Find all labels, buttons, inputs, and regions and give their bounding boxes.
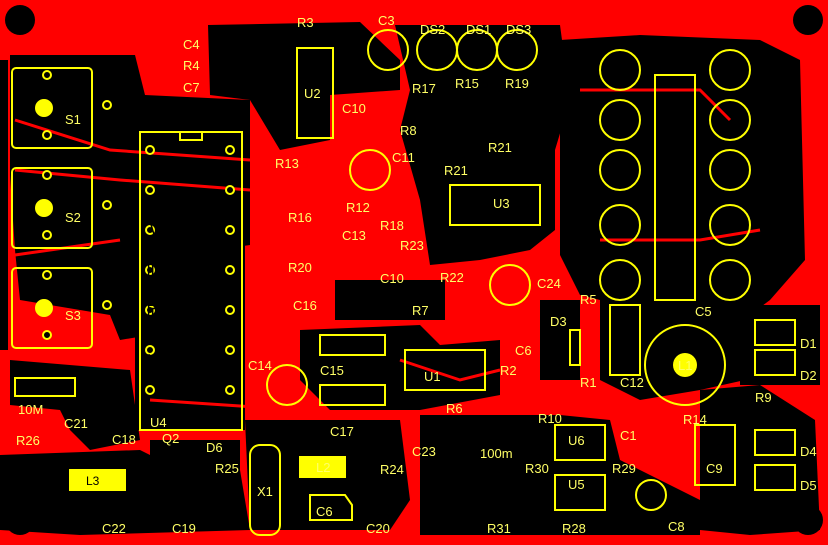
- label-c3: C3: [378, 13, 395, 28]
- label-c17: C17: [330, 424, 354, 439]
- label-r19: R19: [505, 76, 529, 91]
- u4-outline: [139, 131, 243, 431]
- label-l3: L3: [86, 474, 100, 488]
- label-r18: R18: [380, 218, 404, 233]
- label-c15: C15: [320, 363, 344, 378]
- label-r7: R7: [412, 303, 429, 318]
- label-u5: U5: [568, 477, 585, 492]
- label-c18: C18: [112, 432, 136, 447]
- part-outlines: [14, 29, 796, 536]
- label-r30: R30: [525, 461, 549, 476]
- label-c21: C21: [64, 416, 88, 431]
- label-r21-a: R21: [488, 140, 512, 155]
- label-q2: Q2: [162, 431, 179, 446]
- label-c12: C12: [620, 375, 644, 390]
- label-u3: U3: [493, 196, 510, 211]
- label-r22: R22: [440, 270, 464, 285]
- label-u6: U6: [568, 433, 585, 448]
- label-c7: C7: [183, 80, 200, 95]
- label-r8: R8: [400, 123, 417, 138]
- label-r9: R9: [755, 390, 772, 405]
- label-r14: R14: [683, 412, 707, 427]
- title-line-2: DIZ: [145, 246, 216, 295]
- label-r5: R5: [580, 292, 597, 307]
- label-c1: C1: [620, 428, 637, 443]
- label-r15: R15: [455, 76, 479, 91]
- label-r20: R20: [288, 260, 312, 275]
- label-r17: R17: [412, 81, 436, 96]
- label-c22: C22: [102, 521, 126, 536]
- label-ds2: DS2: [420, 22, 445, 37]
- label-r31: R31: [487, 521, 511, 536]
- label-r24: R24: [380, 462, 404, 477]
- title-line-3: PLL: [145, 296, 223, 345]
- label-d5: D5: [800, 478, 817, 493]
- label-c5: C5: [695, 304, 712, 319]
- label-u2: U2: [304, 86, 321, 101]
- label-r1: R1: [580, 375, 597, 390]
- label-c24: C24: [537, 276, 561, 291]
- silkscreen-labels: C4 R4 C7 R3 C3 DS2 DS1 DS3 R17 R15 R19 S…: [16, 13, 817, 536]
- board-title: W8 DIZ PLL V3: [144, 195, 224, 396]
- label-c19: C19: [172, 521, 196, 536]
- label-c14: C14: [248, 358, 272, 373]
- label-d4: D4: [800, 444, 817, 459]
- label-ds3: DS3: [506, 22, 531, 37]
- label-u1: U1: [424, 369, 441, 384]
- label-s1: S1: [65, 112, 81, 127]
- label-r21-b: R21: [444, 163, 468, 178]
- pads: [42, 70, 235, 395]
- label-c6: C6: [515, 343, 532, 358]
- label-r2: R2: [500, 363, 517, 378]
- label-s3: S3: [65, 308, 81, 323]
- title-line-1: W8: [145, 196, 211, 245]
- label-c20: C20: [366, 521, 390, 536]
- label-r13: R13: [275, 156, 299, 171]
- label-r10: R10: [538, 411, 562, 426]
- label-l2: L2: [316, 460, 330, 475]
- switches: [11, 67, 93, 349]
- label-r3: R3: [297, 15, 314, 30]
- label-c10: C10: [380, 271, 404, 286]
- header-connector: [599, 49, 751, 301]
- label-l1: L1: [678, 358, 692, 373]
- label-r6: R6: [446, 401, 463, 416]
- label-d1: D1: [800, 336, 817, 351]
- label-c10-top: C10: [342, 101, 366, 116]
- mounting-holes: [5, 5, 823, 535]
- label-c4: C4: [183, 37, 200, 52]
- label-c16: C16: [293, 298, 317, 313]
- label-r25: R25: [215, 461, 239, 476]
- label-c23: C23: [412, 444, 436, 459]
- label-r16: R16: [288, 210, 312, 225]
- label-c8: C8: [668, 519, 685, 534]
- label-r26: R26: [16, 433, 40, 448]
- label-d3: D3: [550, 314, 567, 329]
- label-r29: R29: [612, 461, 636, 476]
- label-c13: C13: [342, 228, 366, 243]
- label-d2: D2: [800, 368, 817, 383]
- label-r4: R4: [183, 58, 200, 73]
- label-r12: R12: [346, 200, 370, 215]
- label-10m: 10M: [18, 402, 43, 417]
- label-r23: R23: [400, 238, 424, 253]
- label-d6: D6: [206, 440, 223, 455]
- label-c11: C11: [392, 150, 415, 165]
- label-100m: 100m: [480, 446, 513, 461]
- label-x1: X1: [257, 484, 273, 499]
- label-c6-bottom: C6: [316, 504, 333, 519]
- label-s2: S2: [65, 210, 81, 225]
- label-ds1: DS1: [466, 22, 491, 37]
- label-r28: R28: [562, 521, 586, 536]
- title-line-4: V3: [145, 346, 199, 395]
- l1-coil: [644, 324, 726, 406]
- label-c9: C9: [706, 461, 723, 476]
- label-u4: U4: [150, 415, 167, 430]
